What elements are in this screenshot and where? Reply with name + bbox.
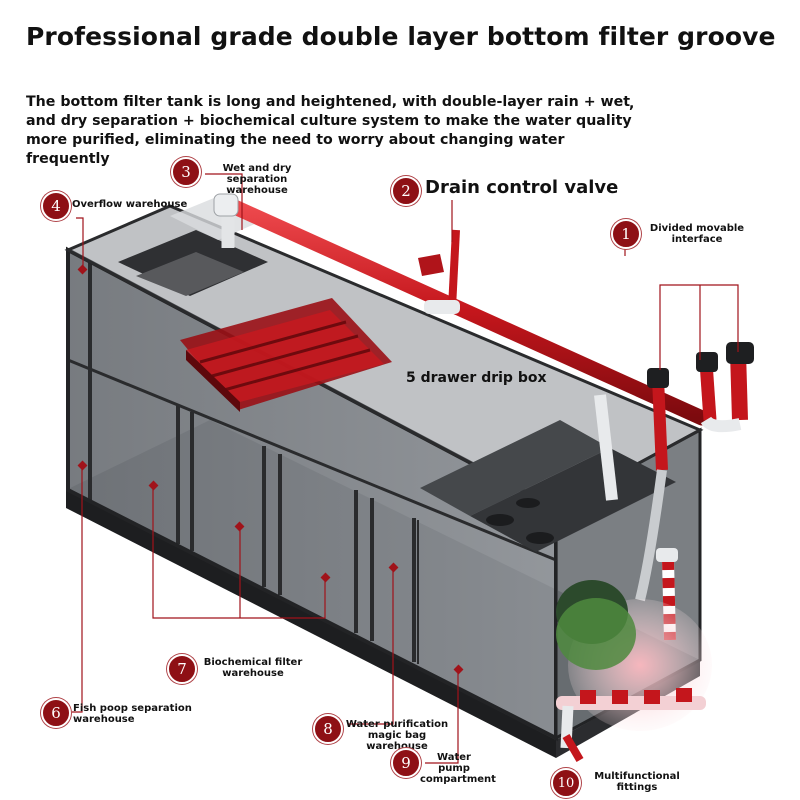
callout-1-label: Divided movable interface [649, 223, 745, 245]
callout-9-label: Water pump compartment [420, 752, 496, 785]
callout-3-badge: 3 [171, 157, 201, 187]
callout-10-label: Multifunctional fittings [594, 771, 680, 793]
callout-9-badge: 9 [391, 748, 421, 778]
return-pipes [594, 342, 754, 641]
leader-lines [72, 173, 739, 764]
callout-5-label: 5 drawer drip box [406, 370, 547, 386]
drain-pipe [213, 193, 710, 426]
callout-7-label: Biochemical filter warehouse [203, 657, 303, 679]
callout-1-badge: 1 [611, 219, 641, 249]
callout-2-label: Drain control valve [425, 177, 619, 198]
callout-2-badge: 2 [391, 176, 421, 206]
callout-6-badge: 6 [41, 698, 71, 728]
callout-10-badge: 10 [551, 768, 581, 798]
callout-7-badge: 7 [167, 654, 197, 684]
callout-4-label: Overflow warehouse [72, 199, 188, 210]
callout-4-badge: 4 [41, 191, 71, 221]
page-title: Professional grade double layer bottom f… [26, 22, 776, 51]
callout-8-badge: 8 [313, 714, 343, 744]
callout-6-label: Fish poop separation warehouse [73, 703, 192, 725]
callout-3-label: Wet and dry separation warehouse [222, 163, 292, 196]
description: The bottom filter tank is long and heigh… [26, 94, 632, 167]
drawer-drip-box [180, 298, 392, 412]
description-trailing-mark: , [629, 96, 635, 112]
pump-and-fittings [556, 580, 712, 763]
callout-8-label: Water purification magic bag warehouse [345, 719, 449, 752]
